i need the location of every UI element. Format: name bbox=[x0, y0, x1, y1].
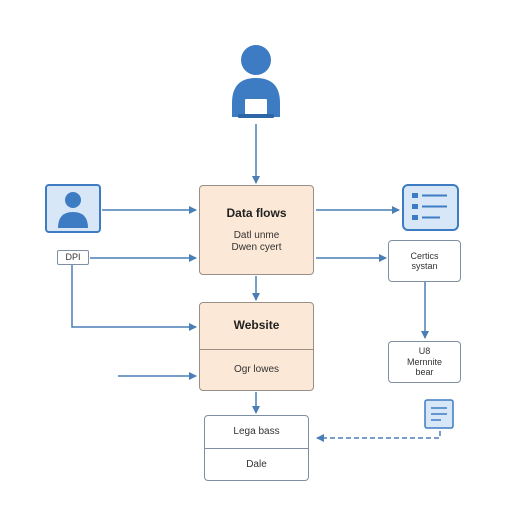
certics-line1: Certics bbox=[410, 250, 439, 261]
certics-box[interactable]: Certics systan bbox=[388, 240, 461, 282]
dpi-label-box[interactable]: DPI bbox=[57, 250, 89, 265]
user-laptop-icon bbox=[232, 45, 280, 118]
website-divider bbox=[200, 349, 313, 350]
legal-box-bottom: Dale bbox=[246, 458, 267, 470]
website-box[interactable]: Website Ogr lowes bbox=[199, 302, 314, 391]
data-flows-title: Data flows bbox=[226, 205, 287, 220]
website-sub: Ogr lowes bbox=[233, 364, 279, 376]
website-title: Website bbox=[233, 318, 280, 333]
data-flows-line1: Datl unme bbox=[233, 230, 280, 242]
tablet-checklist-icon bbox=[402, 184, 459, 231]
document-pencil-icon bbox=[424, 399, 454, 429]
certics-line2: systan bbox=[411, 261, 438, 271]
user-profile-card-icon bbox=[45, 184, 101, 233]
dpi-label: DPI bbox=[65, 252, 81, 263]
mernnite-line2: Mernnite bbox=[406, 356, 442, 367]
dashed-arrow-to-bottom bbox=[316, 431, 441, 442]
mernnite-line3: bear bbox=[415, 367, 434, 378]
data-flows-box[interactable]: Data flows Datl unme Dwen cyert bbox=[199, 185, 314, 275]
arrow-dpi-to-website bbox=[71, 265, 197, 331]
mernnite-line1: U8 bbox=[418, 346, 431, 357]
legal-box[interactable]: Lega bass Dale bbox=[204, 415, 309, 481]
data-flows-line2: Dwen cyert bbox=[231, 241, 282, 253]
legal-box-divider bbox=[205, 448, 308, 450]
legal-box-top: Lega bass bbox=[233, 426, 280, 438]
mernnite-box[interactable]: U8 Mernnite bear bbox=[388, 341, 461, 383]
